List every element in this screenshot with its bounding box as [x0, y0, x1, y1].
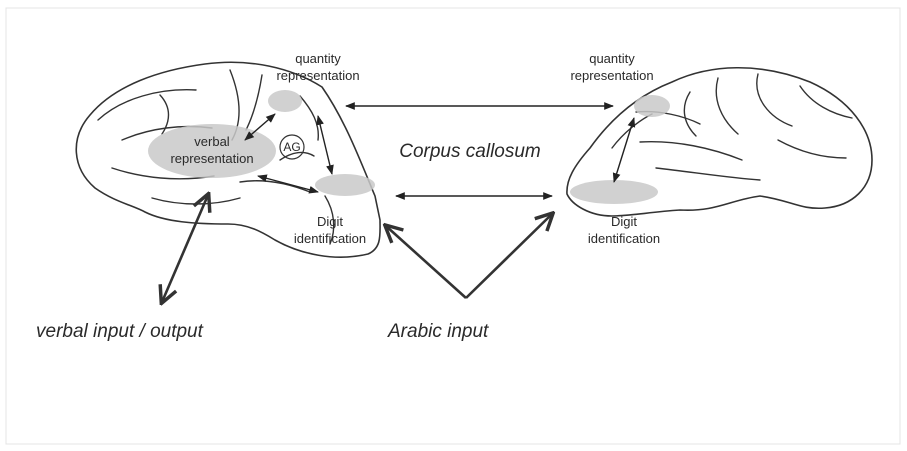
quantity-digit-arrow-left — [316, 115, 334, 175]
right-digit-label-line1: Digit — [611, 214, 637, 229]
verbal-io-arrow — [162, 195, 208, 302]
right-sulcus — [611, 113, 653, 149]
right-quantity-label-line2: representation — [570, 68, 653, 83]
corpus-callosum-label: Corpus callosum — [399, 141, 541, 162]
arabic-input-right-arrow — [465, 214, 552, 299]
quantity-verbal-arrow — [244, 113, 276, 141]
right-sulcus — [639, 140, 743, 161]
left-sulcus — [159, 94, 170, 135]
right-sulcus — [655, 167, 761, 181]
left-digit-label-line2: identification — [294, 231, 366, 246]
verbal-label-line2: representation — [170, 151, 253, 166]
right-sulcus — [799, 85, 853, 119]
left-sulcus — [97, 89, 197, 121]
left-sulcus — [151, 197, 241, 205]
right-sulcus — [715, 77, 739, 135]
right-hemisphere — [566, 66, 873, 217]
left-quantity-label-line1: quantity — [295, 51, 341, 66]
right-sulcus — [756, 73, 793, 127]
arabic-input-label: Arabic input — [387, 321, 489, 342]
right-digit-region — [570, 180, 658, 204]
right-digit-label-line2: identification — [588, 231, 660, 246]
right-quantity-region — [634, 95, 670, 117]
right-sulcus — [683, 91, 697, 137]
right-sulcus — [777, 139, 847, 159]
ag-label: AG — [283, 140, 300, 154]
left-digit-label-line1: Digit — [317, 214, 343, 229]
verbal-io-label: verbal input / output — [36, 321, 204, 342]
verbal-representation-region — [148, 124, 276, 178]
left-sulcus — [299, 95, 319, 141]
quantity-digit-arrow-right — [612, 117, 636, 183]
ag-circle — [279, 134, 305, 160]
left-digit-region — [315, 174, 375, 196]
left-quantity-label-line2: representation — [276, 68, 359, 83]
right-quantity-label-line1: quantity — [589, 51, 635, 66]
left-sulcus — [279, 151, 315, 161]
arabic-input-left-arrow — [386, 226, 467, 299]
left-quantity-region — [268, 90, 302, 112]
left-hemisphere — [75, 61, 381, 258]
left-sulcus — [245, 74, 263, 131]
left-sulcus — [324, 195, 335, 245]
verbal-label-line1: verbal — [194, 134, 230, 149]
verbal-digit-arrow — [257, 174, 319, 194]
page-frame — [5, 7, 901, 445]
right-hemisphere-outline — [566, 66, 873, 217]
